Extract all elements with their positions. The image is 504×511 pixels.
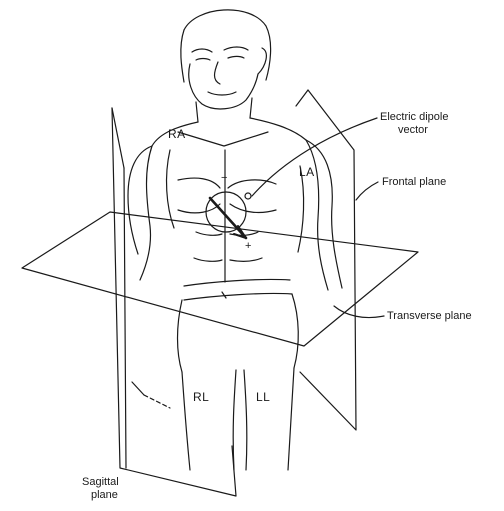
left-leg-label: LL [256,390,271,404]
transverse-plane [21,211,419,347]
dipole-vector-label-line2: vector [398,124,428,136]
legs-outline [181,367,295,471]
frontal-plane-label: Frontal plane [382,176,447,188]
dipole-vector-label-line1: Electric dipole [380,111,449,123]
negative-pole-sign: − [221,172,228,184]
dipole-vector [205,191,252,240]
head-outline [180,9,272,123]
torso-outline [139,117,329,299]
arms-outline [127,139,343,289]
sagittal-plane-label-line1: Sagittal [82,476,119,488]
left-arm-label: LA [299,165,315,179]
shorts-outline [176,278,299,373]
transverse-plane-label: Transverse plane [387,310,472,322]
frontal-plane [295,89,357,431]
sagittal-plane-label-line2: plane [91,489,118,501]
positive-pole-sign: + [245,240,252,252]
leader-lines [251,117,385,319]
right-arm-label: RA [168,127,186,141]
sagittal-plane [111,107,237,497]
right-leg-label: RL [193,390,210,404]
